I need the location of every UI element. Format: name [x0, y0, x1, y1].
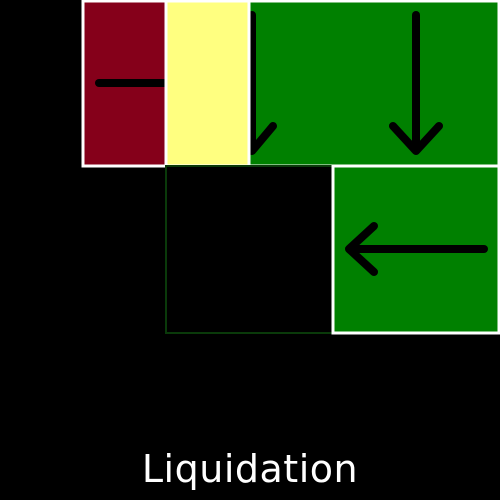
tile-red-minus[interactable]: [81, 0, 170, 168]
arrow-left-icon: [345, 222, 488, 276]
arrow-down-icon: [389, 11, 443, 155]
tile-empty[interactable]: [165, 165, 334, 334]
tile-green-left[interactable]: [331, 164, 500, 335]
arrow-down-partial-icon: [248, 11, 277, 155]
game-title: Liquidation: [141, 447, 359, 491]
tile-yellow[interactable]: [164, 0, 251, 168]
tile-green-large[interactable]: [247, 0, 500, 168]
